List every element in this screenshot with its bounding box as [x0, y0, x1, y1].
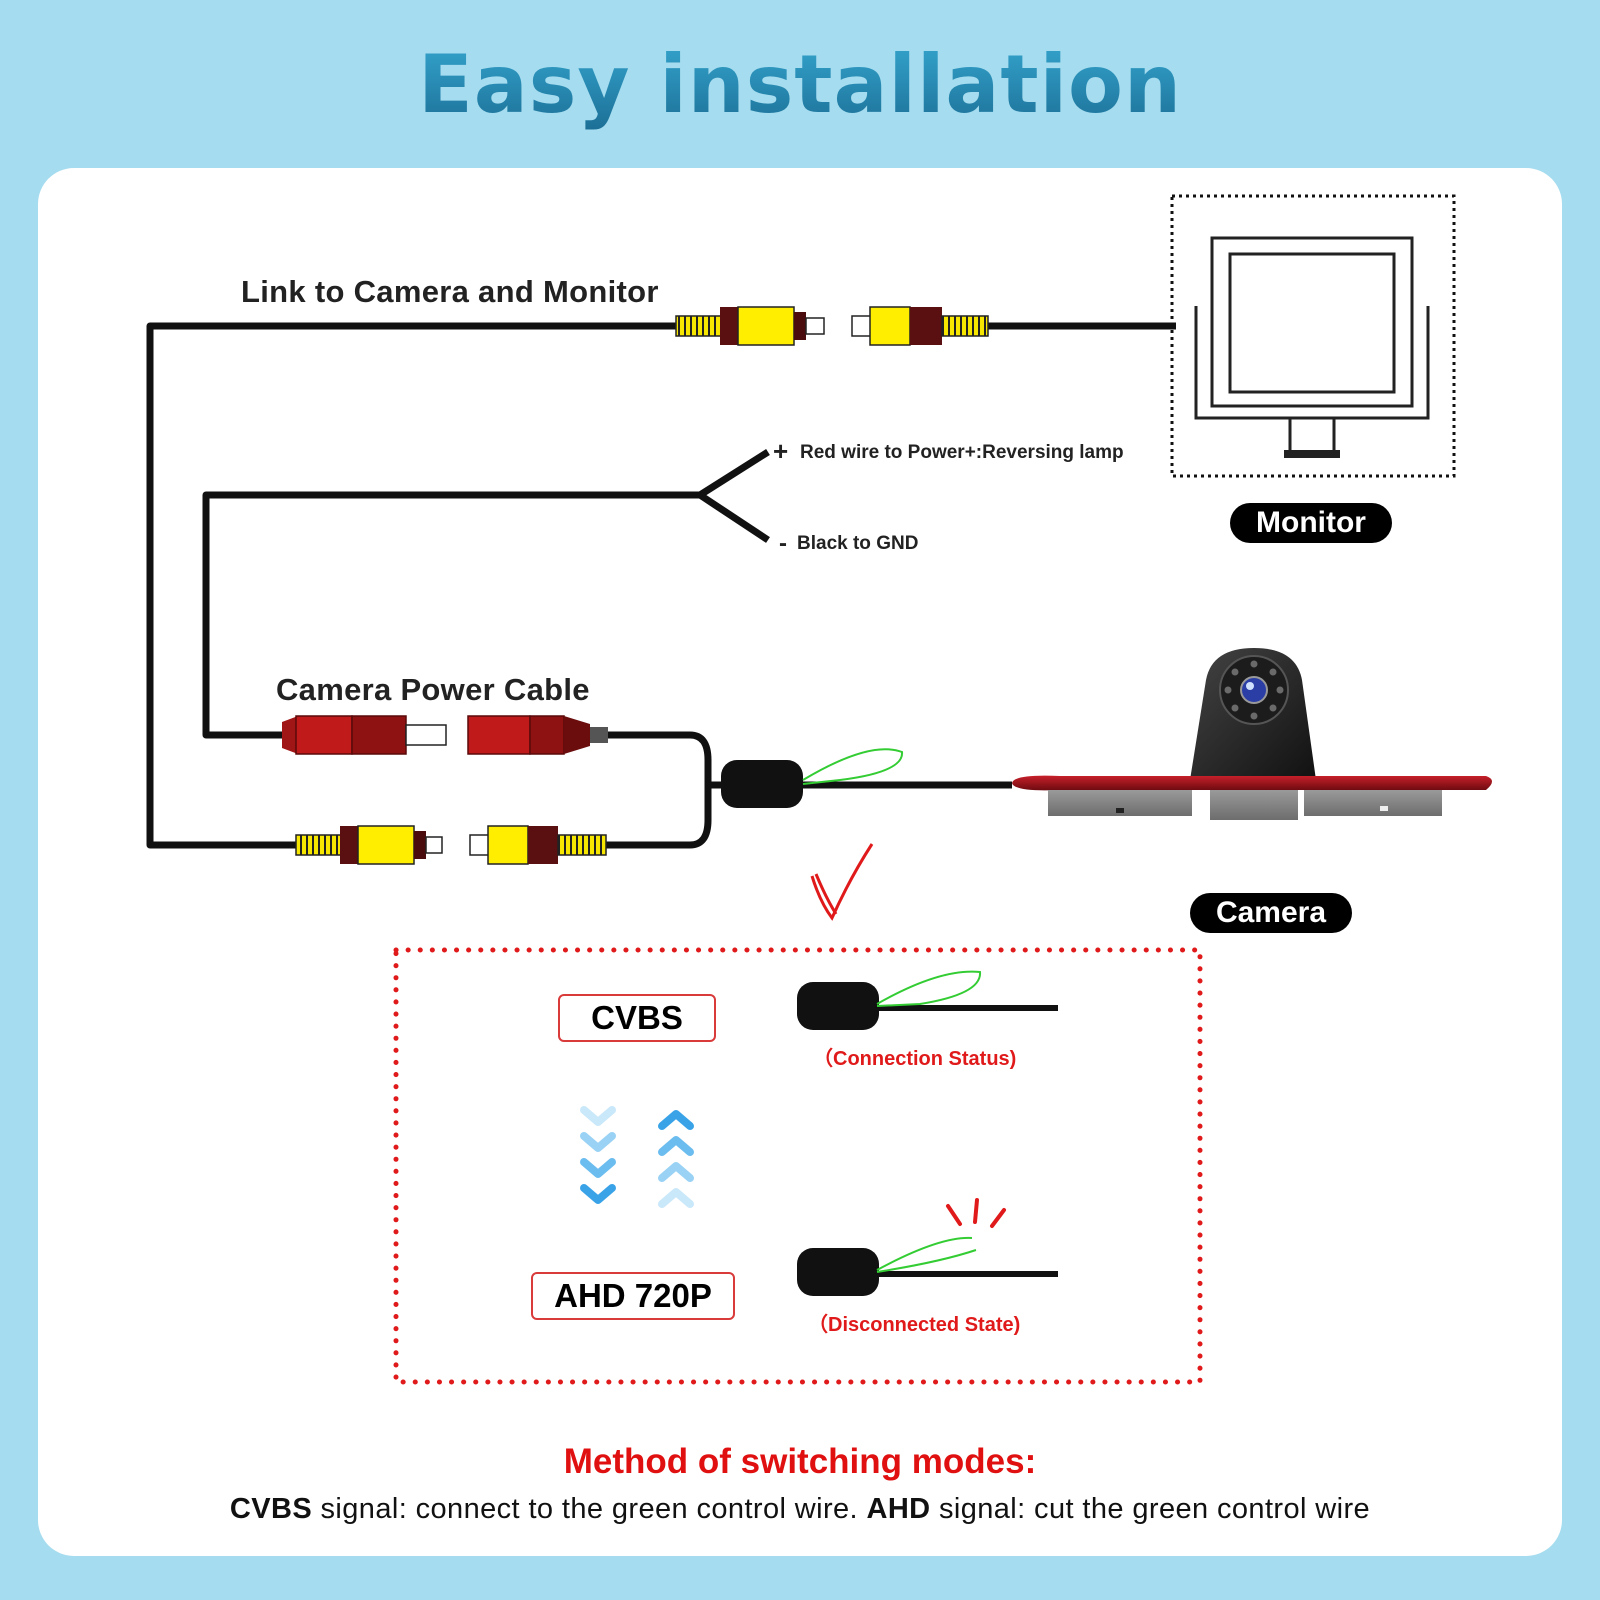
control-wire-cut-icon — [797, 1198, 1058, 1296]
plus-sign: + — [773, 436, 789, 466]
wire-main — [146, 322, 1176, 849]
method-title: Method of switching modes: — [563, 1442, 1037, 1481]
method-ahd-text: signal: cut the green control wire — [930, 1493, 1371, 1525]
red-wire-label: Red wire to Power+:Reversing lamp — [800, 442, 1124, 463]
minus-sign: - — [779, 530, 787, 557]
chevron-down-icon — [580, 1106, 616, 1204]
ahd-mode-box: AHD 720P — [531, 1272, 735, 1320]
method-cvbs-word: CVBS — [229, 1493, 313, 1525]
filter-box-icon — [721, 748, 904, 808]
rca-plug-icon — [295, 825, 443, 865]
method-ahd-word: AHD — [866, 1493, 931, 1525]
camera-icon — [1012, 648, 1492, 820]
monitor-badge: Monitor — [1230, 503, 1392, 543]
rca-jack-icon — [469, 825, 607, 865]
camera-badge: Camera — [1190, 893, 1352, 933]
cvbs-mode-box: CVBS — [558, 994, 716, 1042]
control-wire-connected-icon — [797, 970, 1058, 1030]
rca-plug-icon — [675, 306, 825, 346]
method-description: CVBS signal: connect to the green contro… — [0, 1493, 1600, 1526]
rca-jack-icon — [851, 306, 989, 346]
connection-status-label: （Connection Status) — [813, 1048, 1017, 1070]
link-label: Link to Camera and Monitor — [241, 274, 659, 309]
power-cable-label: Camera Power Cable — [276, 672, 590, 707]
black-wire-label: Black to GND — [797, 533, 919, 554]
disconnected-state-label: （Disconnected State) — [808, 1314, 1021, 1336]
power-socket-icon — [467, 715, 608, 755]
method-cvbs-text: signal: connect to the green control wir… — [312, 1493, 867, 1525]
monitor-icon — [1170, 194, 1456, 478]
power-plug-icon — [282, 715, 447, 755]
checkmark-icon — [810, 843, 874, 921]
chevron-up-icon — [658, 1110, 694, 1208]
page-title: Easy installation — [0, 38, 1600, 131]
